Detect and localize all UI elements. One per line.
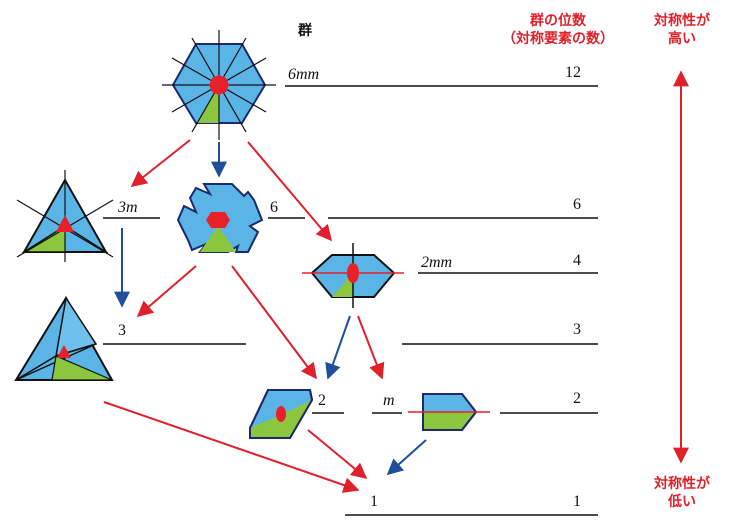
group-name-2mm: 2mm [421,254,453,271]
group-name-2: 2 [318,392,326,409]
order-1: 1 [573,493,581,510]
arrow-2-to-1 [307,429,368,480]
group-name-m: m [383,392,395,409]
order-title-line1: 群の位数 [530,13,586,29]
arrow-6mm-to-2mm [247,141,333,242]
figure-m [408,393,490,431]
symmetry-low-label: 対称性が 低い [640,475,724,511]
group-column-title: 群 [298,23,312,39]
group-name-6mm: 6mm [288,66,320,83]
figure-6 [176,183,264,253]
arrow-2mm-to-m [357,315,385,380]
order-title-line2: （対称要素の数） [502,31,614,47]
arrow-3-to-1 [103,401,360,493]
arrow-m-to-1 [386,439,427,476]
symmetry-low-line1: 対称性が [654,476,710,492]
arrow-6mm-to-3m [130,139,191,187]
figure-6mm [162,30,276,140]
subgroup-arrows [103,70,689,493]
figure-2 [249,389,314,439]
order-column-title: 群の位数 （対称要素の数） [502,12,614,48]
symmetry-high-label: 対称性が 高い [640,12,724,48]
group-name-1: 1 [370,493,378,510]
arrow-6-to-2 [231,265,317,380]
symmetry-high-line1: 対称性が [654,13,710,29]
group-name-6: 6 [270,199,278,216]
figure-3 [14,295,114,381]
order-3: 3 [573,321,581,338]
order-2mm: 4 [573,252,581,269]
figure-3m [16,170,114,262]
symmetry-high-line2: 高い [668,31,696,47]
arrow-6-to-3 [136,265,197,318]
group-name-3: 3 [118,322,126,339]
order-6mm: 12 [565,64,581,81]
figure-2mm [302,243,404,308]
symmetry-low-line2: 低い [668,494,696,510]
level-rules [103,85,598,516]
group-name-3m: 3m [118,199,138,216]
arrow-2mm-to-2 [325,315,351,380]
order-6: 6 [573,196,581,213]
order-2: 2 [573,390,581,407]
